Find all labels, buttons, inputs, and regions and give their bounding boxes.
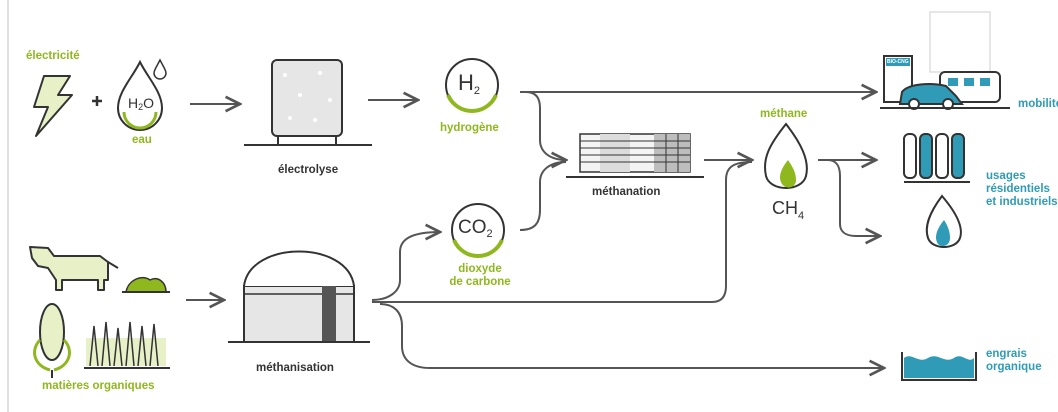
residential-label: usages résidentiels et industriels <box>986 170 1058 208</box>
organic-matter-label: matières organiques <box>42 380 155 392</box>
co2-formula: CO2 <box>458 217 493 240</box>
methanation-label: méthanation <box>592 186 661 198</box>
water-formula: H2O <box>128 95 155 112</box>
methane-formula: CH4 <box>772 198 805 222</box>
methanation-unit-icon <box>566 133 704 178</box>
hydrogen-formula: H2 <box>458 70 481 97</box>
hydrogen-label: hydrogène <box>440 122 499 134</box>
vehicles-icon <box>880 11 1010 110</box>
station-sign-label: BIO-CNG <box>887 59 909 65</box>
co2-label: dioxyde de carbone <box>449 263 511 288</box>
co2-icon <box>451 203 505 258</box>
flow-arrows <box>92 92 884 368</box>
corn-icon <box>33 303 71 378</box>
radiator-icon <box>903 133 970 183</box>
electrolysis-label: électrolyse <box>278 164 339 176</box>
methane-flame-icon <box>764 122 808 189</box>
electricity-label: électricité <box>26 50 80 62</box>
electrolyser-icon <box>244 59 372 146</box>
water-label: eau <box>132 134 152 146</box>
manure-icon <box>122 276 170 293</box>
mobility-label: mobilité <box>1018 98 1058 110</box>
digester-icon <box>228 250 370 343</box>
gas-flame-icon <box>925 194 962 248</box>
fertilizer-label: engrais organique <box>986 348 1042 373</box>
lightning-icon <box>33 75 73 137</box>
hydrogen-icon <box>445 58 499 113</box>
grass-icon <box>84 321 170 369</box>
water-drop-icon <box>116 58 167 131</box>
fertilizer-tank-icon <box>901 352 977 381</box>
methane-label: méthane <box>760 108 808 120</box>
methanisation-label: méthanisation <box>256 362 334 374</box>
cow-icon <box>29 246 119 291</box>
